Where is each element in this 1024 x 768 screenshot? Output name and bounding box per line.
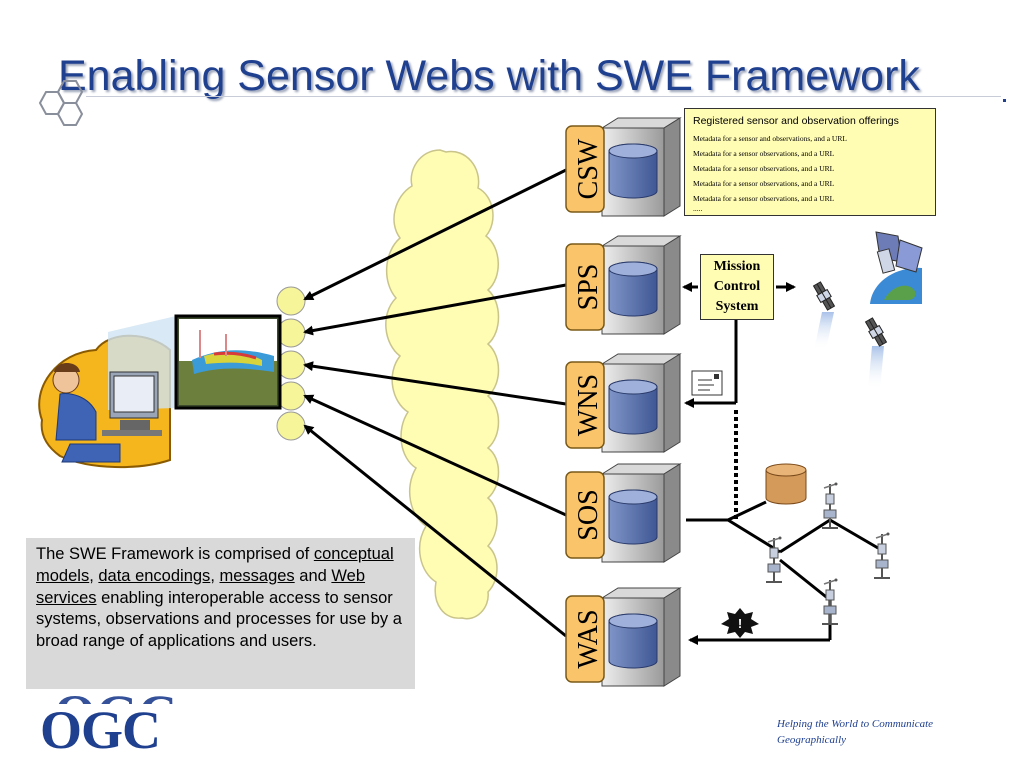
satellite-icon: [863, 316, 889, 390]
satellite-icon: [875, 231, 923, 274]
description-separator: ,: [210, 566, 220, 585]
alert-symbol: !: [738, 616, 742, 631]
offerings-title: Registered sensor and observation offeri…: [693, 115, 899, 127]
csw-label: CSW: [573, 138, 604, 199]
description-text: The SWE Framework is comprised of: [36, 545, 314, 563]
sensor-network-links: [686, 500, 879, 645]
wns-service: [565, 353, 681, 453]
alert-burst-icon: !: [721, 608, 759, 638]
data-encodings-link: data encodings: [98, 566, 211, 585]
offering-line: Metadata for a sensor observations, and …: [693, 164, 835, 173]
earth-icon: [870, 267, 922, 304]
weather-station-icon: [873, 531, 891, 579]
ogc-logo-reflection: OGC: [54, 690, 184, 704]
envelope-icon: [691, 370, 723, 396]
user-workstation-icon: [38, 314, 282, 469]
offerings-more: .....: [693, 204, 703, 213]
was-label: WAS: [573, 609, 604, 668]
tagline-line2: Geographically: [777, 734, 847, 746]
mission-label-line2: Control: [713, 279, 761, 294]
sps-label: SPS: [573, 264, 604, 311]
slide-title: Enabling Sensor Webs with SWE Framework: [58, 52, 920, 100]
offering-line: Metadata for a sensor observations, and …: [693, 194, 835, 203]
offering-line: Metadata for a sensor observations, and …: [693, 149, 835, 158]
csw-service: [565, 117, 681, 217]
mission-label-line3: System: [715, 299, 759, 314]
conceptual-models-link: conceptual models: [36, 545, 394, 585]
ogc-logo: OGC: [40, 700, 161, 760]
mission-connectors: [682, 282, 796, 520]
tagline-line1: Helping the World to Communicate: [777, 718, 934, 730]
mission-control-box: Mission Control System: [700, 254, 774, 320]
messages-link: messages: [219, 566, 295, 585]
offering-line: Metadata for a sensor and observations, …: [693, 134, 847, 143]
service-arrows: [303, 168, 567, 638]
sos-service: [565, 463, 681, 563]
title-dot: [1003, 99, 1006, 102]
sos-label: SOS: [573, 489, 604, 540]
weather-station-icon: [821, 577, 839, 625]
database-icon: [765, 463, 807, 505]
offering-line: Metadata for a sensor observations, and …: [693, 179, 835, 188]
sps-service: [565, 235, 681, 335]
was-service: [565, 587, 681, 687]
description-separator: ,: [89, 566, 99, 585]
client-connectors: [276, 286, 306, 441]
registered-offerings-box: Registered sensor and observation offeri…: [684, 108, 936, 216]
mission-label-line1: Mission: [713, 259, 761, 274]
web-services-link: Web services: [36, 566, 366, 607]
satellite-icon: [811, 280, 837, 350]
description-separator: and: [294, 566, 332, 585]
ogc-tagline: Helping the World to Communicate Geograp…: [777, 716, 977, 748]
weather-station-icon: [821, 481, 839, 529]
framework-description: The SWE Framework is comprised of concep…: [26, 538, 415, 689]
hexagon-logo-icon: [38, 80, 84, 126]
wns-label: WNS: [573, 374, 604, 436]
title-divider: [86, 96, 1001, 97]
description-text: enabling interoperable access to sensor …: [36, 588, 402, 651]
